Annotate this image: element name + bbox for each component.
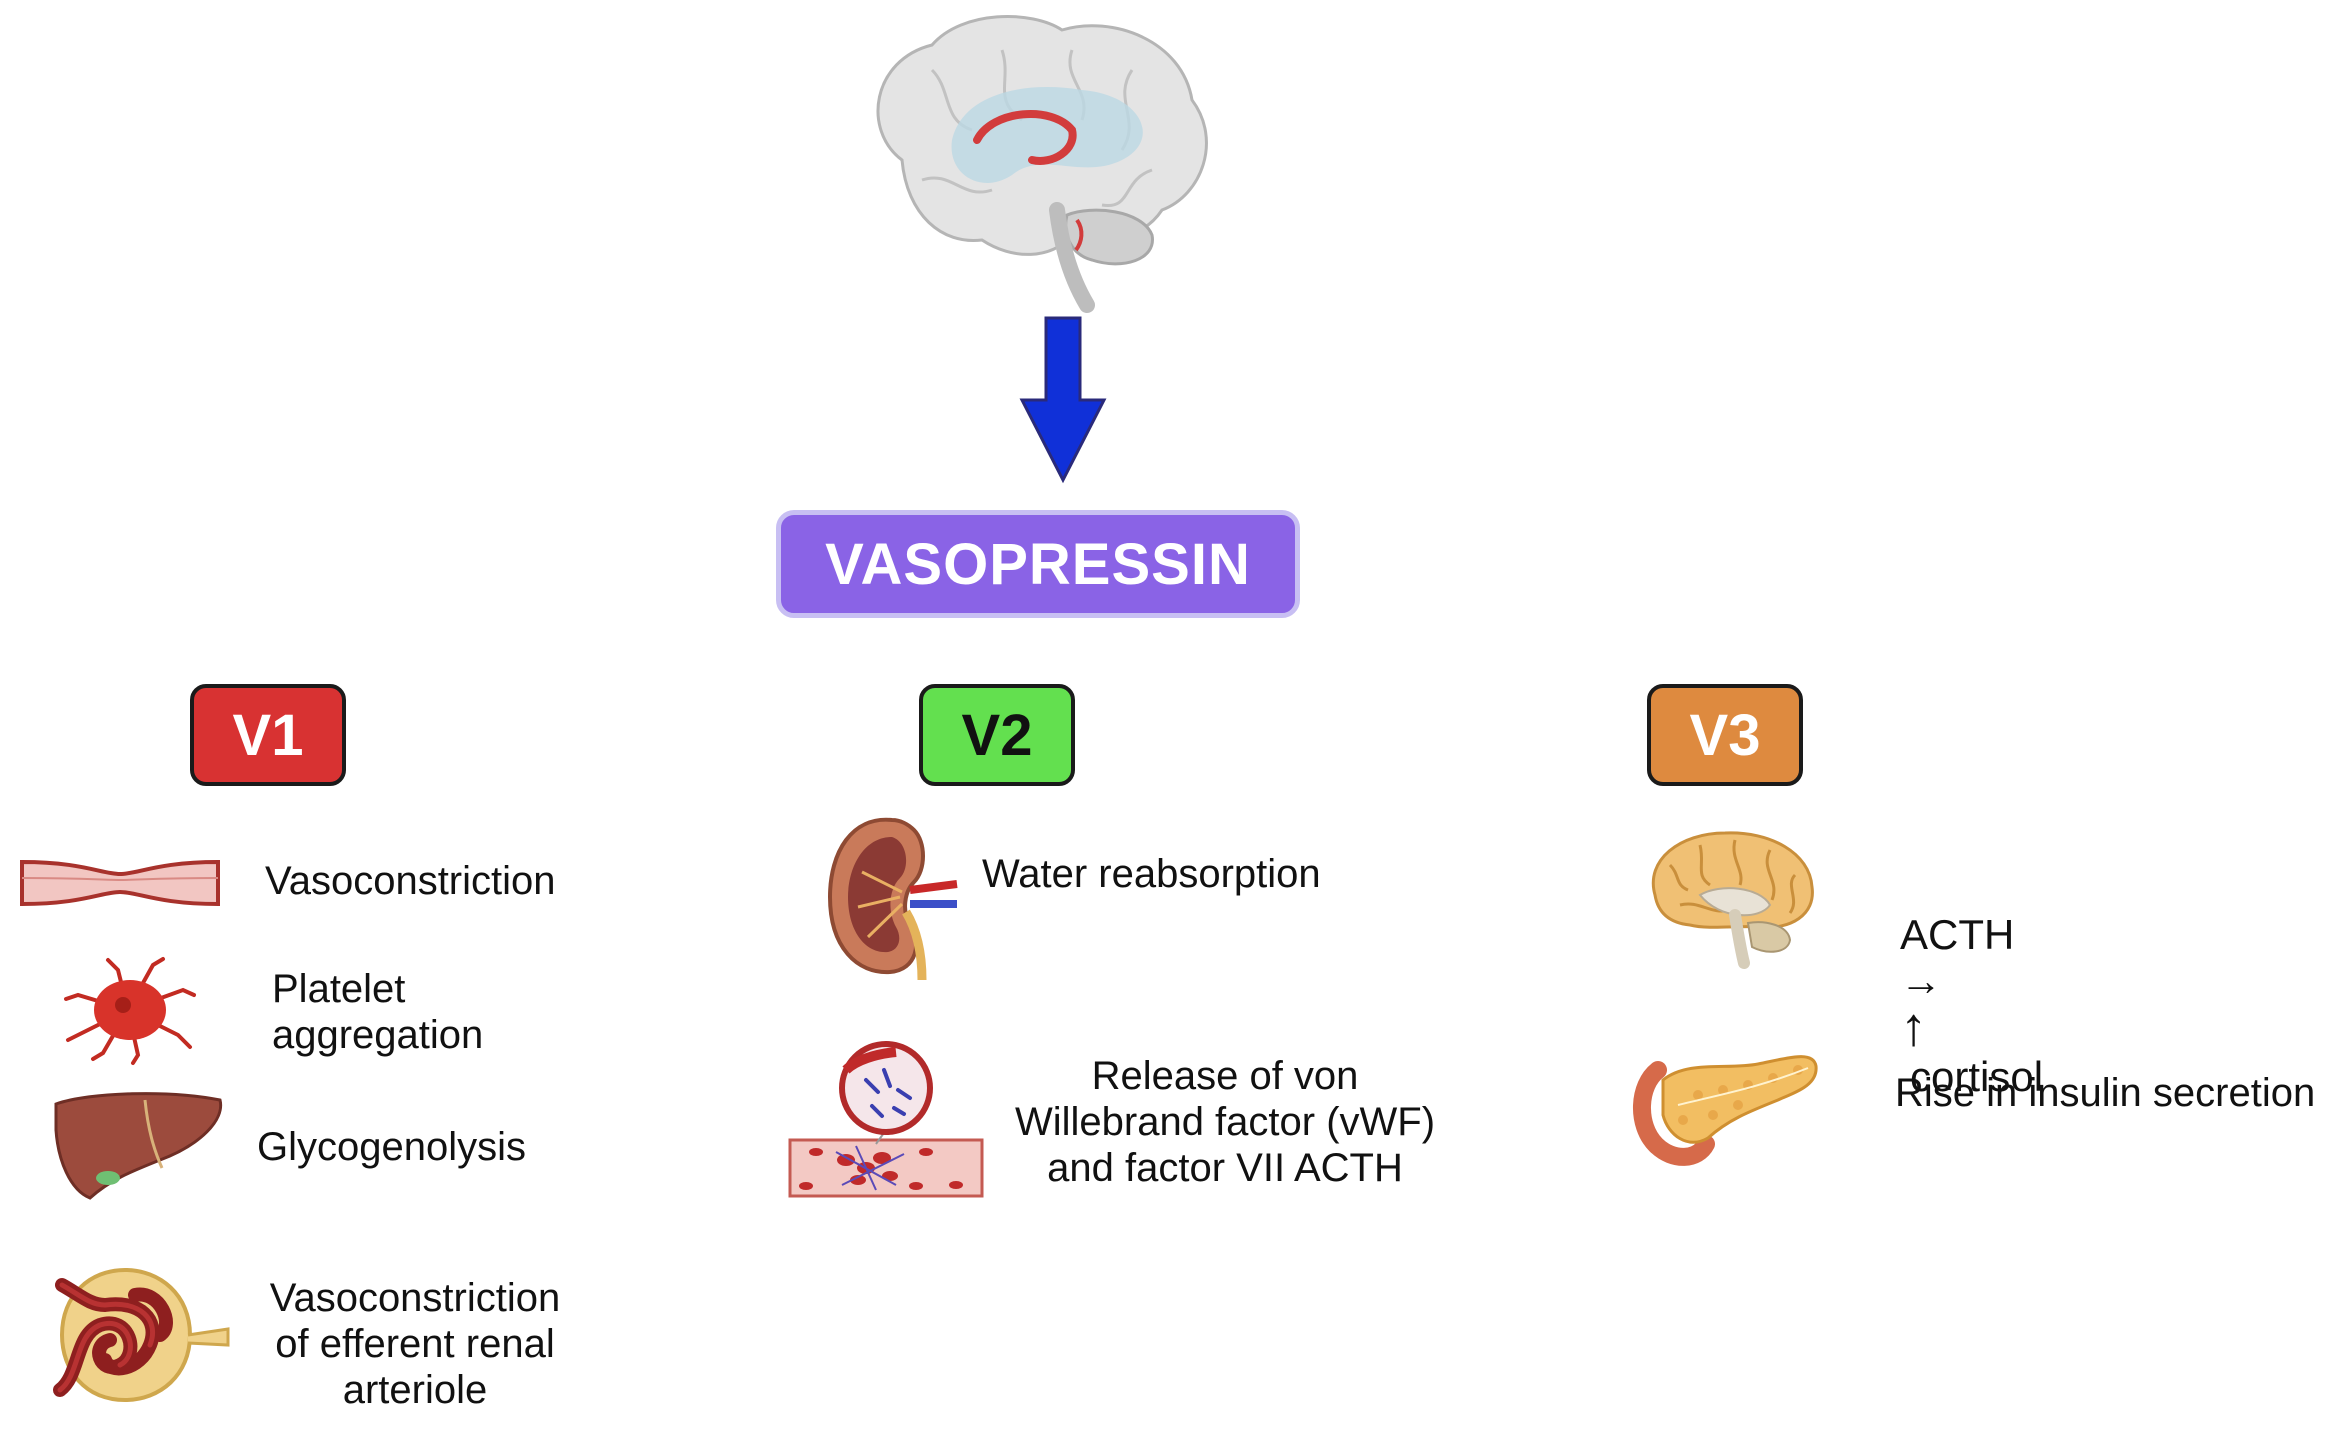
platelet-icon [64, 957, 196, 1065]
brain-icon [1651, 831, 1814, 969]
v3-effect-2-text: Rise in insulin secretion [1895, 1071, 2316, 1115]
up-arrow-glyph: ↑ [1900, 997, 1927, 1057]
v1-effect-2-text: Platelet aggregation [272, 967, 484, 1057]
blood-vessel-icon [20, 859, 220, 907]
v1-effect-4-text: Vasoconstriction of efferent renal arter… [269, 1276, 561, 1412]
v1-effect-3-text: Glycogenolysis [257, 1125, 527, 1169]
pancreas-icon [1633, 1055, 1818, 1166]
v3-receptor-box: V3 [1647, 684, 1803, 786]
v1-effect-1-text: Vasoconstriction [265, 859, 556, 903]
v2-label: V2 [961, 702, 1033, 768]
v1-receptor-box: V1 [190, 684, 346, 786]
glomerulus-icon [53, 1267, 230, 1403]
down-arrow-icon [1019, 316, 1107, 484]
acth-label: ACTH [1900, 911, 2015, 958]
liver-icon [54, 1092, 223, 1200]
vasopressin-label: VASOPRESSIN [825, 531, 1251, 597]
v2-effect-2-text: Release of von Willebrand factor (vWF) a… [1014, 1054, 1436, 1190]
v1-label: V1 [232, 702, 304, 768]
v2-effect-1-text: Water reabsorption [982, 852, 1321, 896]
vasopressin-box: VASOPRESSIN [776, 510, 1300, 618]
v3-effect-1-text: ACTH → ↑ cortisol [1900, 866, 2043, 1100]
cortisol-label: cortisol [1910, 1053, 2044, 1100]
brain-icon [876, 15, 1208, 313]
vessel-clot-icon [788, 1041, 984, 1198]
kidney-icon [827, 817, 958, 981]
v2-receptor-box: V2 [919, 684, 1075, 786]
v3-label: V3 [1689, 702, 1761, 768]
right-arrow-glyph: → [1900, 957, 1942, 1004]
